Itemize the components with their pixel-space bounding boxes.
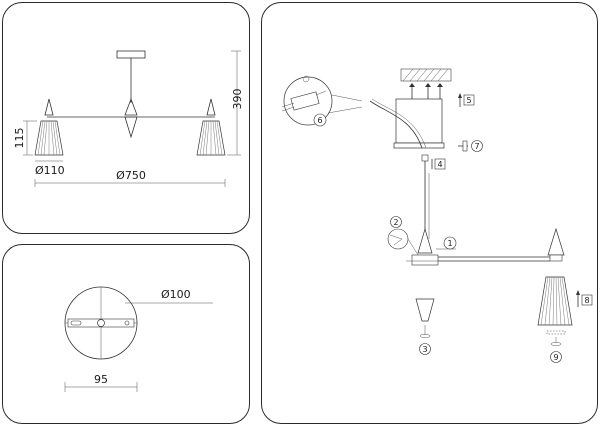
connector-screw-icon [302, 75, 310, 83]
right-lamp-holder [206, 98, 216, 116]
dimension-drawing: 390 115 Ø110 Ø750 [13, 50, 244, 187]
span-diameter-label: Ø750 [116, 169, 146, 182]
left-shade-pleats [37, 120, 61, 156]
svg-text:7: 7 [474, 142, 479, 151]
step-3-marker [419, 343, 431, 355]
rod-coupler [421, 154, 429, 162]
bulb-ring-icon [546, 330, 566, 335]
canopy-base [393, 142, 445, 149]
ceiling-screws [409, 83, 443, 101]
ceiling-hatch [400, 68, 452, 82]
canopy [116, 50, 146, 59]
height-total-label: 390 [231, 89, 244, 110]
step-4-marker [434, 158, 446, 170]
right-shade-pleats [199, 120, 223, 156]
finial-nut-icon [419, 334, 431, 338]
step-2-marker [390, 216, 402, 228]
shade-diameter-label: Ø110 [35, 164, 65, 177]
center-hole-icon [97, 319, 105, 327]
lock-nut-icon [462, 140, 468, 152]
plate-diameter-label: Ø100 [161, 288, 191, 301]
mounting-plate-drawing: Ø100 95 [64, 286, 213, 392]
center-body-top [124, 97, 138, 116]
slot-hole-icon [70, 320, 82, 326]
assembly-panel: 5 6 7 4 [261, 2, 598, 424]
step-9-marker [550, 351, 562, 363]
shade-height-label: 115 [13, 128, 26, 149]
screw-hole-icon [124, 320, 130, 326]
pleated-shade [537, 276, 573, 326]
svg-text:2: 2 [393, 218, 398, 227]
step-6-marker [313, 113, 327, 127]
shade-pleats [540, 276, 570, 326]
plate-width-label: 95 [94, 373, 108, 386]
center-body-bottom [124, 116, 138, 139]
bottom-finial [415, 298, 435, 322]
terminal-block-icon [281, 90, 327, 112]
svg-text:9: 9 [553, 353, 558, 362]
svg-text:8: 8 [584, 296, 589, 305]
dimensions-panel: 390 115 Ø110 Ø750 [2, 2, 250, 234]
step-8-marker [581, 294, 593, 306]
svg-text:3: 3 [422, 345, 427, 354]
svg-text:1: 1 [447, 239, 452, 248]
svg-text:6: 6 [317, 116, 322, 125]
wire-clip-icon [389, 234, 403, 246]
shade-ring-nut-icon [550, 342, 562, 346]
wire-clip-zoom-circle [387, 228, 409, 250]
svg-text:4: 4 [437, 160, 442, 169]
step-7-marker [471, 140, 483, 152]
power-wire [369, 100, 423, 149]
center-body [417, 227, 433, 254]
svg-text:5: 5 [466, 96, 471, 105]
mounting-plate-panel: Ø100 95 [2, 244, 250, 424]
arm-joint [411, 254, 439, 266]
step-5-marker [463, 94, 475, 106]
left-lamp-holder [44, 98, 54, 116]
right-lamp-holder [547, 227, 565, 256]
assembly-drawing: 5 6 7 4 [281, 68, 593, 363]
